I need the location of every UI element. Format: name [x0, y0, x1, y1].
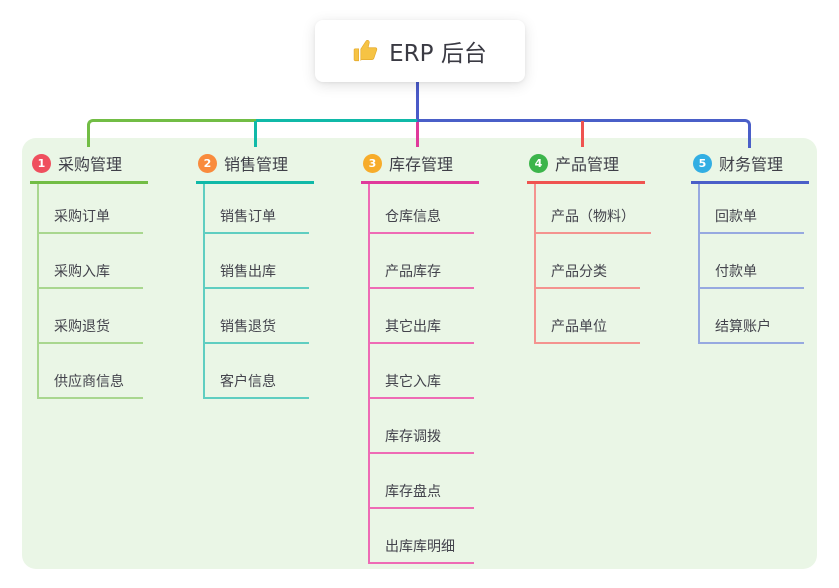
connector-branch-1 [87, 119, 256, 147]
branch-label: 财务管理 [719, 155, 784, 174]
branch-topic-purchase[interactable]: 1 采购管理 [30, 138, 148, 184]
branch-purchase: 1 采购管理 采购订单 采购入库 采购退货 供应商信息 [30, 138, 148, 399]
branch-children: 回款单 付款单 结算账户 [698, 184, 804, 344]
branch-children: 产品（物料） 产品分类 产品单位 [534, 184, 651, 344]
branch-children: 销售订单 销售出库 销售退货 客户信息 [203, 184, 309, 399]
subtopic[interactable]: 采购入库 [39, 234, 143, 289]
subtopic[interactable]: 供应商信息 [39, 344, 143, 399]
connector-branch-4 [581, 121, 584, 147]
subtopic[interactable]: 库存调拨 [370, 399, 474, 454]
branch-topic-product[interactable]: 4 产品管理 [527, 138, 645, 184]
branch-sales: 2 销售管理 销售订单 销售出库 销售退货 客户信息 [196, 138, 314, 399]
subtopic[interactable]: 仓库信息 [370, 184, 474, 234]
number-badge-2: 2 [198, 153, 217, 173]
branch-label: 销售管理 [224, 155, 289, 174]
group-boundary [22, 138, 817, 569]
branch-topic-inventory[interactable]: 3 库存管理 [361, 138, 479, 184]
branch-topic-finance[interactable]: 5 财务管理 [691, 138, 809, 184]
number-badge-1: 1 [32, 153, 51, 173]
subtopic[interactable]: 结算账户 [700, 289, 804, 344]
subtopic[interactable]: 出库库明细 [370, 509, 474, 564]
subtopic[interactable]: 采购订单 [39, 184, 143, 234]
subtopic[interactable]: 付款单 [700, 234, 804, 289]
branch-product: 4 产品管理 产品（物料） 产品分类 产品单位 [527, 138, 651, 344]
connector-branch-2 [254, 121, 257, 147]
subtopic[interactable]: 产品单位 [536, 289, 640, 344]
subtopic[interactable]: 产品（物料） [536, 184, 651, 234]
subtopic[interactable]: 销售订单 [205, 184, 309, 234]
connector-branch-2-bus [256, 119, 418, 122]
connector-branch-3 [416, 122, 419, 147]
root-topic[interactable]: ERP 后台 [315, 20, 525, 82]
subtopic[interactable]: 产品分类 [536, 234, 640, 289]
subtopic[interactable]: 客户信息 [205, 344, 309, 399]
subtopic[interactable]: 销售退货 [205, 289, 309, 344]
subtopic[interactable]: 回款单 [700, 184, 804, 234]
thumbs-up-icon [353, 40, 378, 62]
root-topic-label: ERP 后台 [389, 41, 487, 67]
subtopic[interactable]: 采购退货 [39, 289, 143, 344]
subtopic[interactable]: 销售出库 [205, 234, 309, 289]
branch-label: 库存管理 [389, 155, 454, 174]
subtopic[interactable]: 其它入库 [370, 344, 474, 399]
subtopic[interactable]: 库存盘点 [370, 454, 474, 509]
number-badge-4: 4 [529, 153, 548, 173]
branch-label: 采购管理 [58, 155, 123, 174]
branch-topic-sales[interactable]: 2 销售管理 [196, 138, 314, 184]
branch-inventory: 3 库存管理 仓库信息 产品库存 其它出库 其它入库 库存调拨 库存盘点 出库库… [361, 138, 479, 564]
root-connector [416, 82, 419, 122]
connector-branch-5 [417, 119, 751, 148]
branch-label: 产品管理 [555, 155, 620, 174]
branch-children: 采购订单 采购入库 采购退货 供应商信息 [37, 184, 143, 399]
subtopic[interactable]: 其它出库 [370, 289, 474, 344]
branch-finance: 5 财务管理 回款单 付款单 结算账户 [691, 138, 809, 344]
subtopic[interactable]: 产品库存 [370, 234, 474, 289]
branch-children: 仓库信息 产品库存 其它出库 其它入库 库存调拨 库存盘点 出库库明细 [368, 184, 474, 564]
number-badge-3: 3 [363, 153, 382, 173]
number-badge-5: 5 [693, 153, 712, 173]
